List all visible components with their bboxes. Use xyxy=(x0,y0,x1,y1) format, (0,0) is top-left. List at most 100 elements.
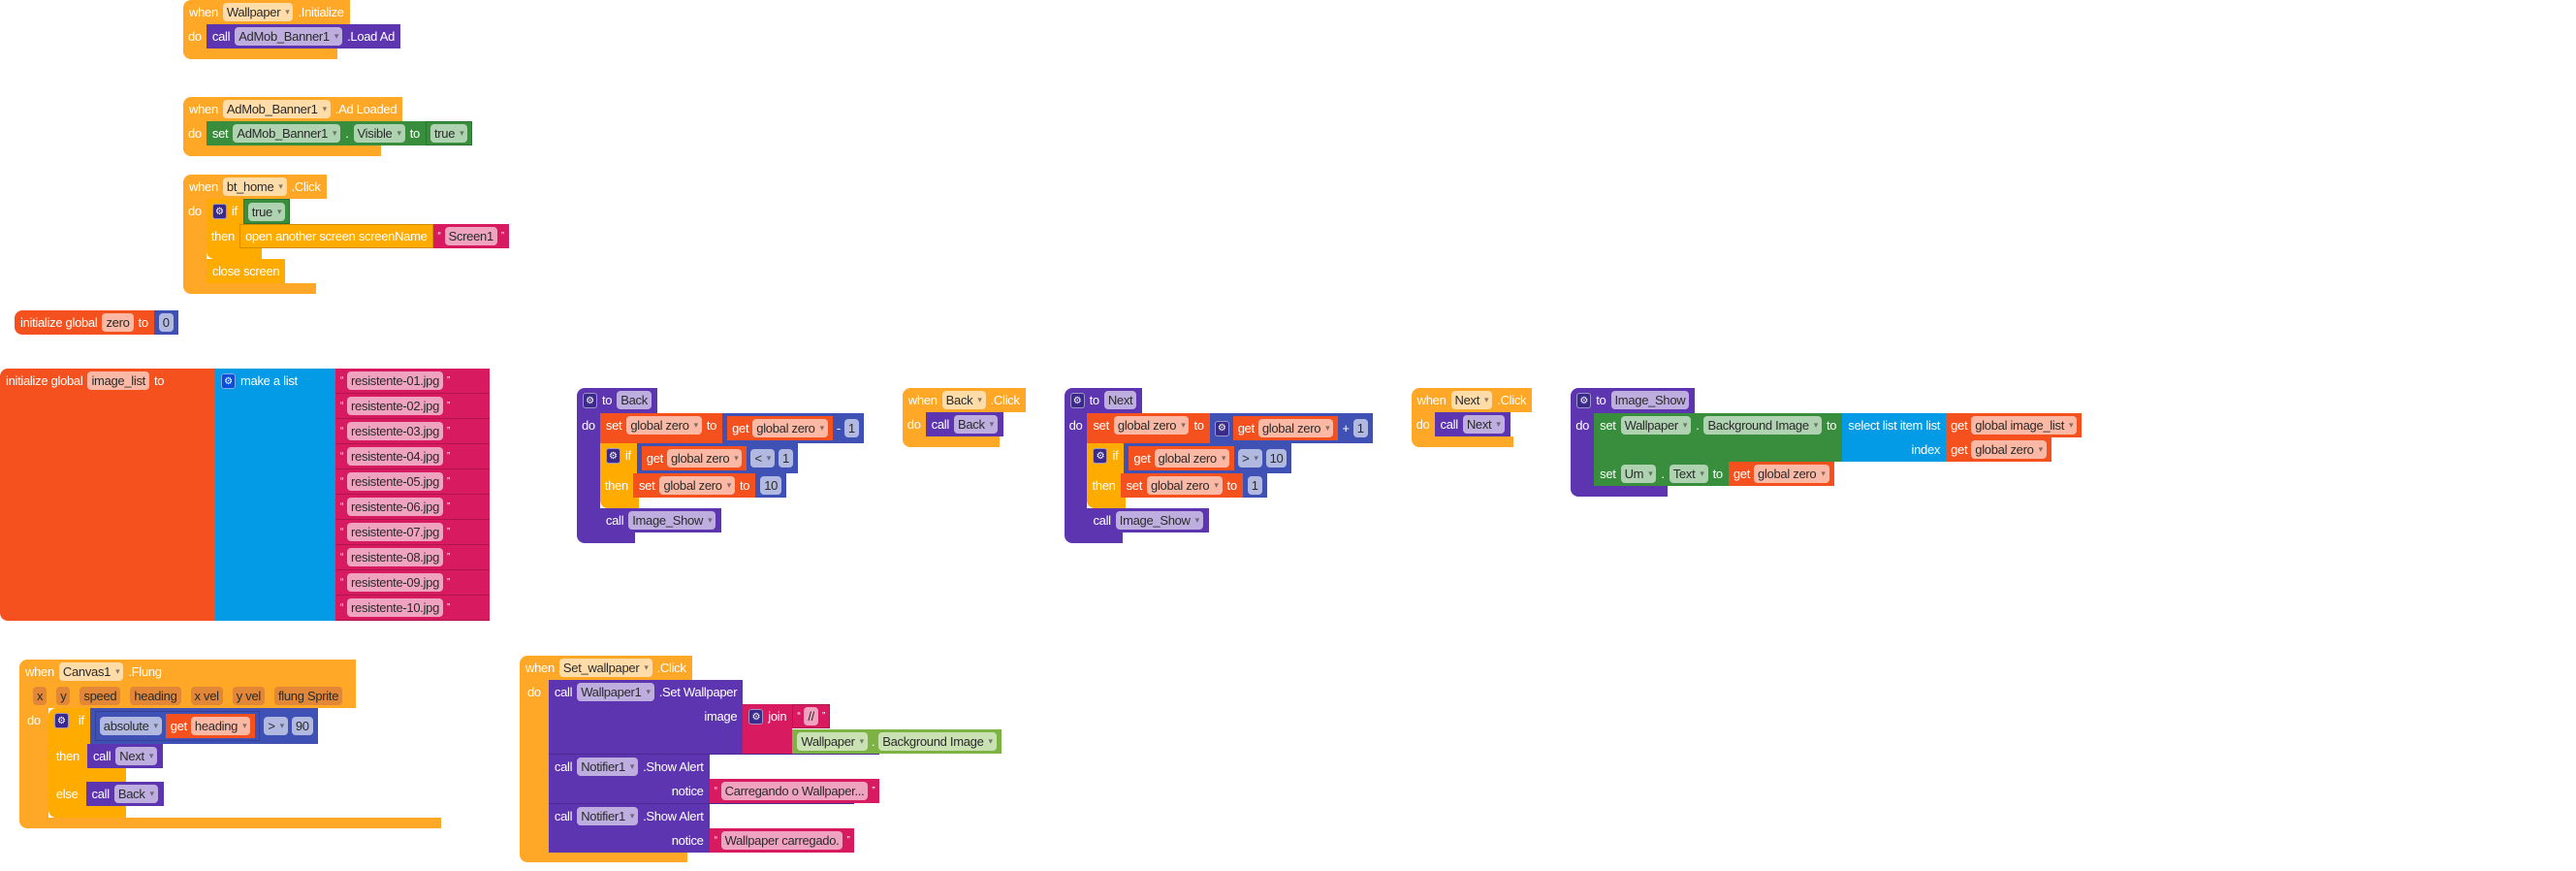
operator-dropdown[interactable]: > xyxy=(1238,449,1262,468)
text-field[interactable]: resistente-01.jpg xyxy=(347,371,444,390)
event-parameter[interactable]: x xyxy=(33,687,48,705)
procedure-dropdown[interactable]: Back xyxy=(953,415,998,434)
property-dropdown[interactable]: Background Image xyxy=(1703,416,1822,435)
variable-dropdown[interactable]: global zero xyxy=(1147,476,1223,495)
procedure-dropdown[interactable]: Next xyxy=(115,747,158,765)
procedure-dropdown[interactable]: Back xyxy=(113,785,158,803)
text-field[interactable]: resistente-09.jpg xyxy=(347,573,444,592)
component-dropdown[interactable]: bt_home xyxy=(222,177,287,196)
text-field[interactable]: resistente-05.jpg xyxy=(347,472,444,491)
number-field[interactable]: 10 xyxy=(1265,449,1288,468)
component-dropdown[interactable]: AdMob_Banner1 xyxy=(235,27,343,46)
gear-icon[interactable] xyxy=(748,709,764,725)
list-item-text-block[interactable]: “resistente-02.jpg” xyxy=(335,394,490,419)
variable-dropdown[interactable]: global zero xyxy=(1754,465,1829,483)
event-parameter[interactable]: y xyxy=(56,687,71,705)
component-dropdown[interactable]: Back xyxy=(941,391,986,409)
boolean-dropdown[interactable]: true xyxy=(429,124,468,143)
if-block[interactable]: if true then open another screen screenN… xyxy=(206,199,509,259)
true-block[interactable]: true xyxy=(242,199,291,224)
procedure-dropdown[interactable]: Image_Show xyxy=(1115,511,1203,530)
text-field[interactable]: resistente-04.jpg xyxy=(347,447,444,466)
component-dropdown[interactable]: Next xyxy=(1450,391,1493,409)
event-parameter[interactable]: flung Sprite xyxy=(273,687,343,705)
gear-icon[interactable] xyxy=(1576,393,1592,408)
text-screen1[interactable]: “Screen1” xyxy=(432,224,509,248)
variable-dropdown[interactable]: global zero xyxy=(1971,440,2047,459)
variable-dropdown[interactable]: heading xyxy=(190,717,251,735)
text-field[interactable]: resistente-03.jpg xyxy=(347,422,444,440)
event-parameter[interactable]: speed xyxy=(80,687,121,705)
component-dropdown[interactable]: Canvas1 xyxy=(58,662,124,681)
list-item-text-block[interactable]: “resistente-03.jpg” xyxy=(335,419,490,444)
component-dropdown[interactable]: AdMob_Banner1 xyxy=(233,124,341,143)
number-field[interactable]: 1 xyxy=(1247,476,1262,495)
gear-icon[interactable] xyxy=(53,713,69,728)
list-item-text-block[interactable]: “resistente-05.jpg” xyxy=(335,469,490,495)
list-item-text-block[interactable]: “resistente-01.jpg” xyxy=(335,369,490,394)
property-dropdown[interactable]: Visible xyxy=(353,124,405,143)
number-block[interactable]: 10 xyxy=(755,473,787,498)
variable-name-field[interactable]: zero xyxy=(102,313,134,332)
text-field[interactable]: Wallpaper carregado. xyxy=(720,831,843,850)
join-block[interactable]: join “//” Wallpaper.Background Image xyxy=(743,704,1002,754)
get-background-image-block[interactable]: Wallpaper.Background Image xyxy=(792,729,1002,754)
property-dropdown[interactable]: Background Image xyxy=(878,732,997,751)
gear-icon[interactable] xyxy=(1214,420,1229,436)
procedure-dropdown[interactable]: Image_Show xyxy=(628,511,716,530)
number-block[interactable]: 1 xyxy=(1242,473,1267,498)
text-field[interactable]: // xyxy=(804,707,818,726)
gear-icon[interactable] xyxy=(583,393,597,408)
procedure-name-field[interactable]: Image_Show xyxy=(1610,391,1690,409)
component-dropdown[interactable]: Um xyxy=(1620,465,1657,483)
text-field[interactable]: resistente-07.jpg xyxy=(347,523,444,541)
make-a-list-block[interactable]: make a list “resistente-01.jpg”“resisten… xyxy=(215,369,490,621)
component-dropdown[interactable]: Set_wallpaper xyxy=(558,659,652,677)
text-field[interactable]: resistente-02.jpg xyxy=(347,397,444,415)
gear-icon[interactable] xyxy=(1069,393,1085,408)
text-loaded-block[interactable]: “Wallpaper carregado.” xyxy=(709,828,855,853)
text-loading-block[interactable]: “Carregando o Wallpaper...” xyxy=(709,779,880,803)
variable-dropdown[interactable]: global zero xyxy=(666,449,743,468)
variable-dropdown[interactable]: global zero xyxy=(1257,419,1334,437)
gear-icon[interactable] xyxy=(221,373,236,389)
operator-dropdown[interactable]: < xyxy=(750,449,775,468)
list-item-text-block[interactable]: “resistente-10.jpg” xyxy=(335,596,490,621)
number-block[interactable]: 0 xyxy=(153,310,178,335)
component-dropdown[interactable]: Wallpaper xyxy=(797,732,868,751)
variable-dropdown[interactable]: global zero xyxy=(1154,449,1230,468)
number-field[interactable]: 90 xyxy=(291,717,313,735)
